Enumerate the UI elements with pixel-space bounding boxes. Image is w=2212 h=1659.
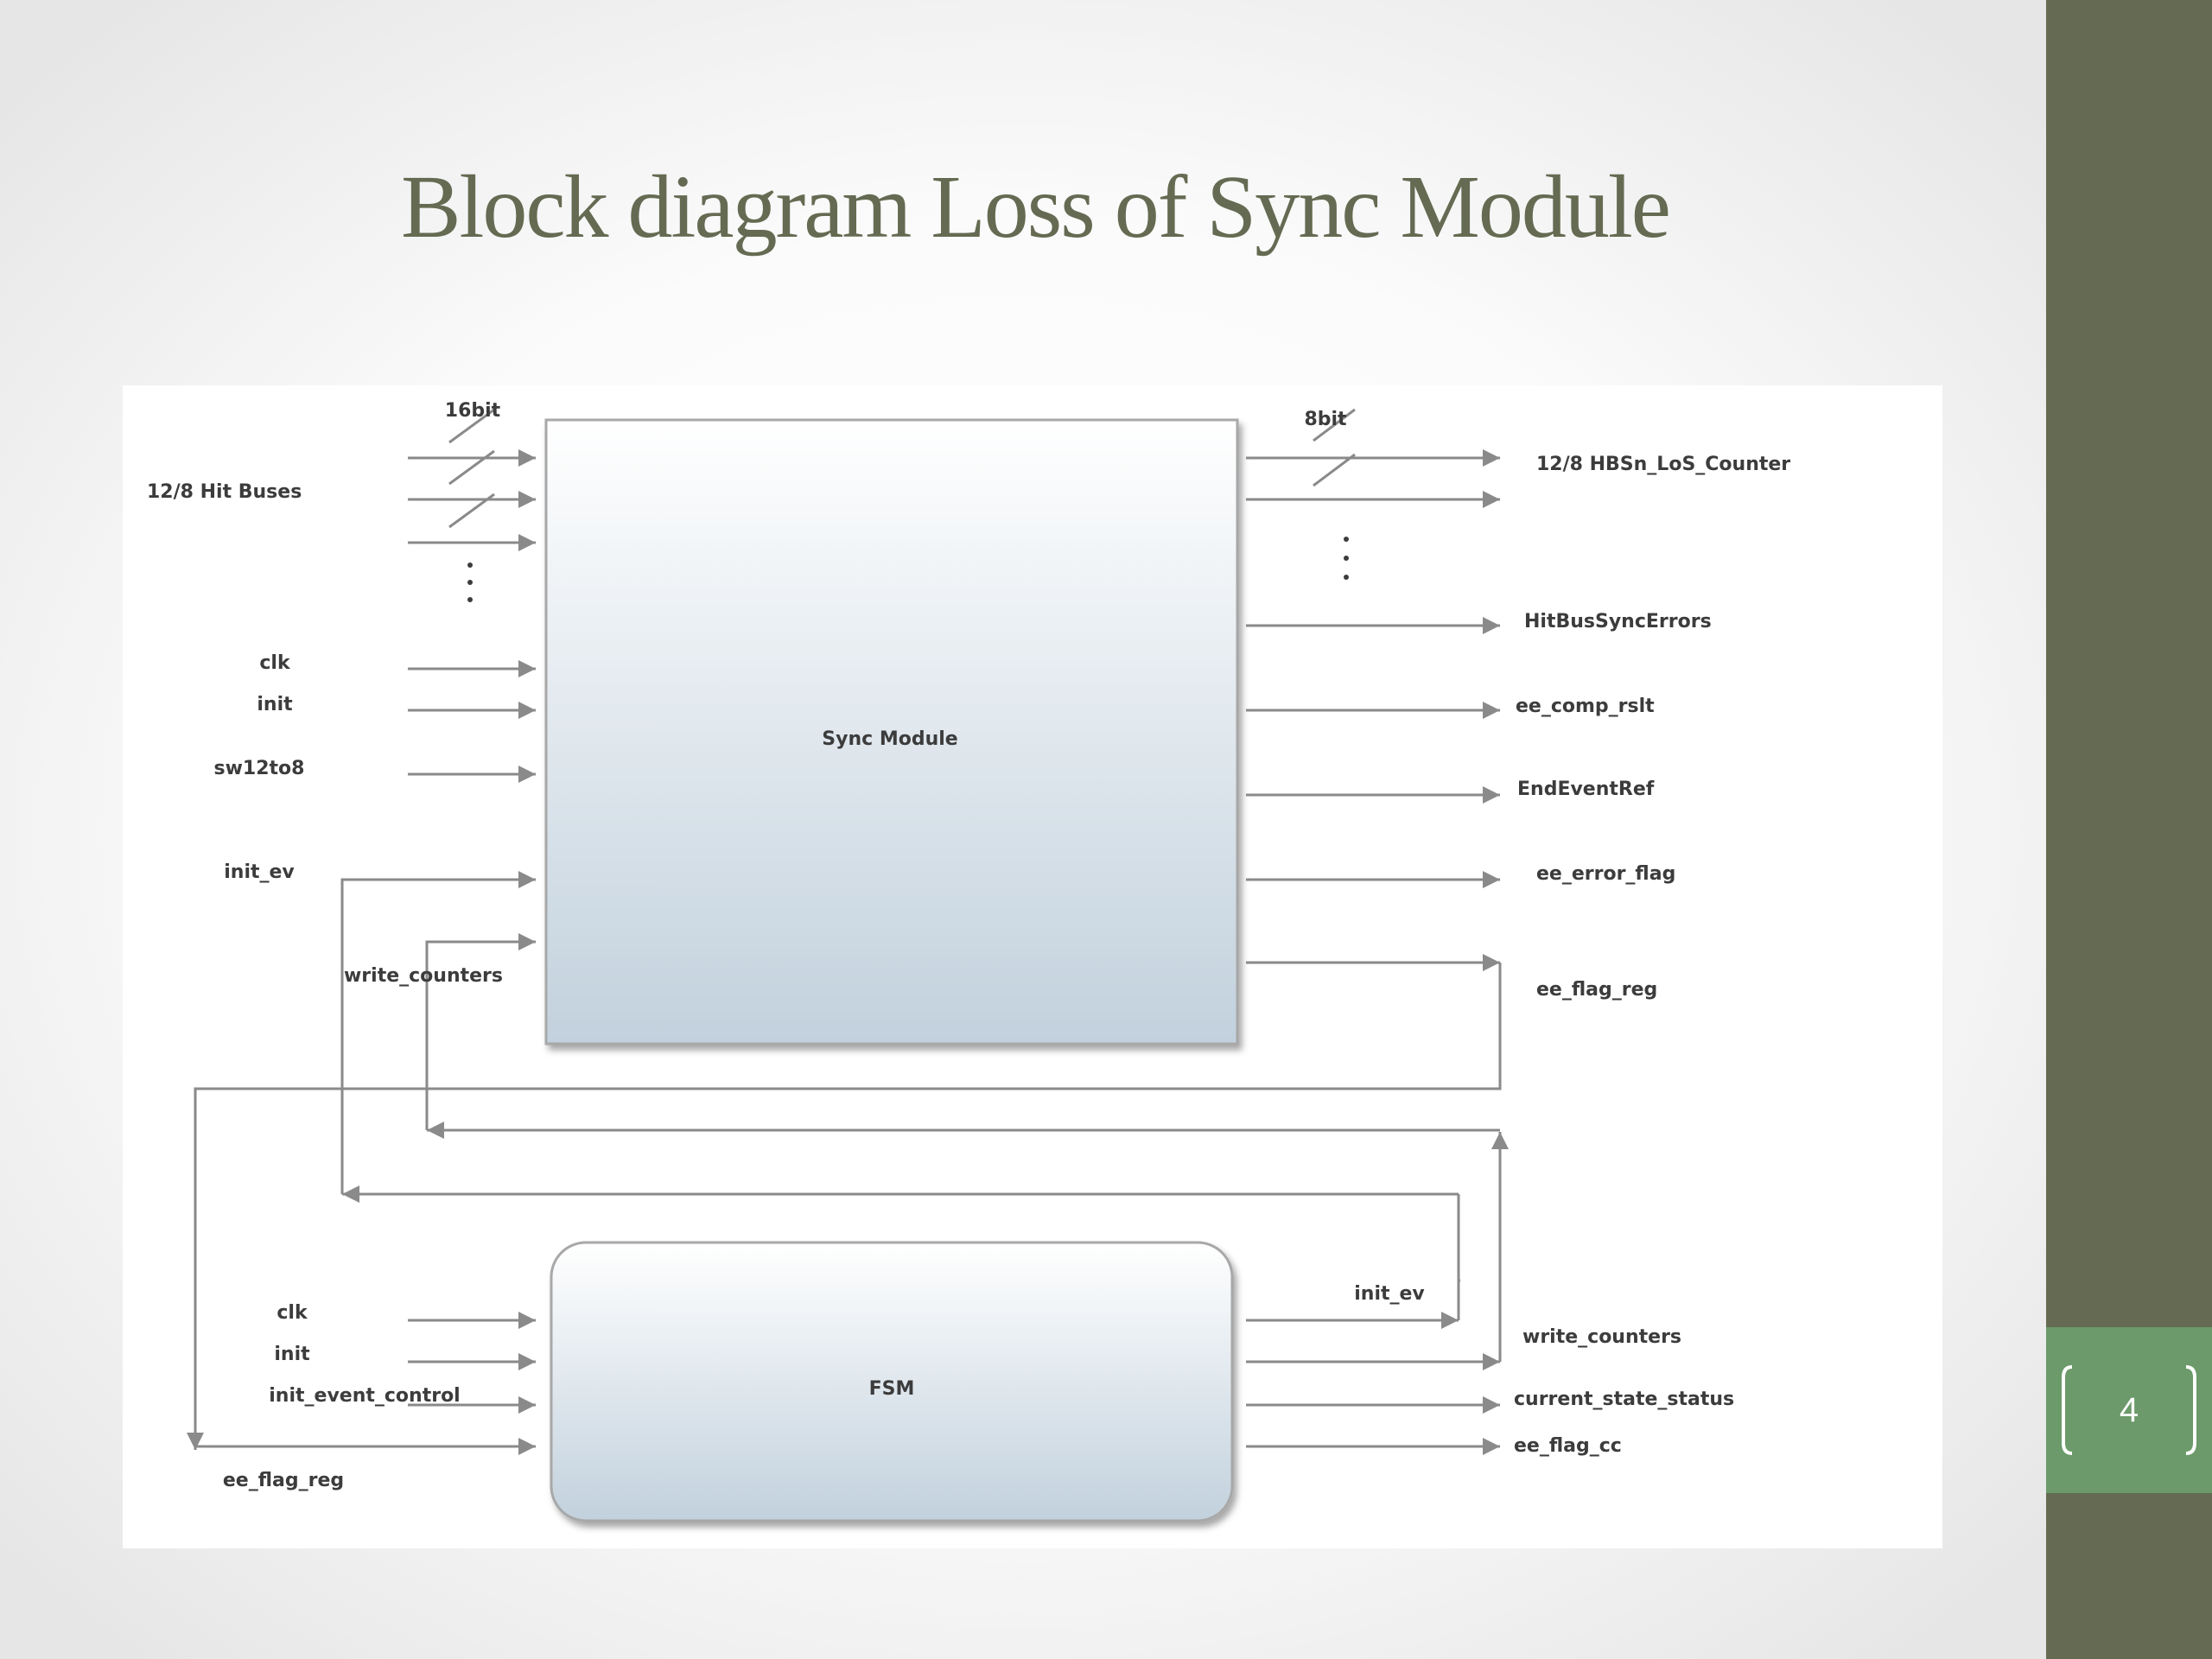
ee-flag-reg-output-label: ee_flag_reg <box>1536 979 1657 1001</box>
bus-width-slash-2 <box>448 449 495 486</box>
hit-bus-sync-errors-label: HitBusSyncErrors <box>1524 611 1712 632</box>
end-event-ref-label: EndEventRef <box>1517 779 1655 800</box>
write-counters-input-arrow <box>425 933 536 1130</box>
init-label: init <box>257 694 293 715</box>
fsm-current-state-status-label: current_state_status <box>1514 1389 1734 1410</box>
fsm-block <box>550 1241 1234 1522</box>
fsm-ee-flag-cc-label: ee_flag_cc <box>1514 1435 1622 1457</box>
input-bus-ellipsis-dot-3 <box>467 597 473 602</box>
page-number: 4 <box>2119 1391 2139 1429</box>
bus-width-slash-1 <box>448 408 495 444</box>
sync-module-block <box>544 418 1239 1046</box>
ee-flag-reg-loop-line <box>187 963 1502 1450</box>
fsm-label: FSM <box>869 1378 915 1400</box>
output-bus-ellipsis-dot-2 <box>1344 556 1349 561</box>
clk-label: clk <box>259 652 291 674</box>
input-bus-ellipsis-dot-2 <box>467 580 473 585</box>
loss-of-sync-block-diagram: 16bit 12/8 Hit Buses clk init sw12to8 in… <box>123 385 1942 1548</box>
out-bus-width-slash-2 <box>1313 453 1356 487</box>
out-bus-width-slash-1 <box>1313 408 1356 442</box>
output-bus-ellipsis-dot-3 <box>1344 575 1349 580</box>
fsm-init-label: init <box>274 1344 310 1365</box>
slide-title: Block diagram Loss of Sync Module <box>401 157 1671 257</box>
ee-error-flag-label: ee_error_flag <box>1536 863 1675 885</box>
output-bus-ellipsis-dot-1 <box>1344 537 1349 542</box>
los-counter-label: 12/8 HBSn_LoS_Counter <box>1536 454 1790 475</box>
sw12to8-label: sw12to8 <box>214 758 305 779</box>
input-bus-width-label: 16bit <box>445 400 501 422</box>
fsm-init-event-control-label: init_event_control <box>269 1385 460 1407</box>
bracket-frame-icon <box>2062 1365 2196 1455</box>
fsm-write-counters-label: write_counters <box>1522 1326 1681 1348</box>
ee-comp-rslt-label: ee_comp_rslt <box>1516 696 1655 717</box>
output-bus-width-label: 8bit <box>1304 409 1347 430</box>
fsm-ee-flag-reg-label: ee_flag_reg <box>223 1470 344 1491</box>
page-number-badge: 4 <box>2046 1327 2212 1493</box>
input-bus-ellipsis-dot-1 <box>467 563 473 568</box>
fsm-init-ev-label: init_ev <box>1354 1283 1425 1305</box>
hit-buses-label: 12/8 Hit Buses <box>147 481 302 503</box>
init-ev-label: init_ev <box>224 861 295 883</box>
sync-module-label: Sync Module <box>822 728 957 750</box>
bus-width-slash-3 <box>448 493 495 529</box>
fsm-clk-label: clk <box>276 1302 308 1324</box>
write-counters-label: write_counters <box>344 965 503 987</box>
